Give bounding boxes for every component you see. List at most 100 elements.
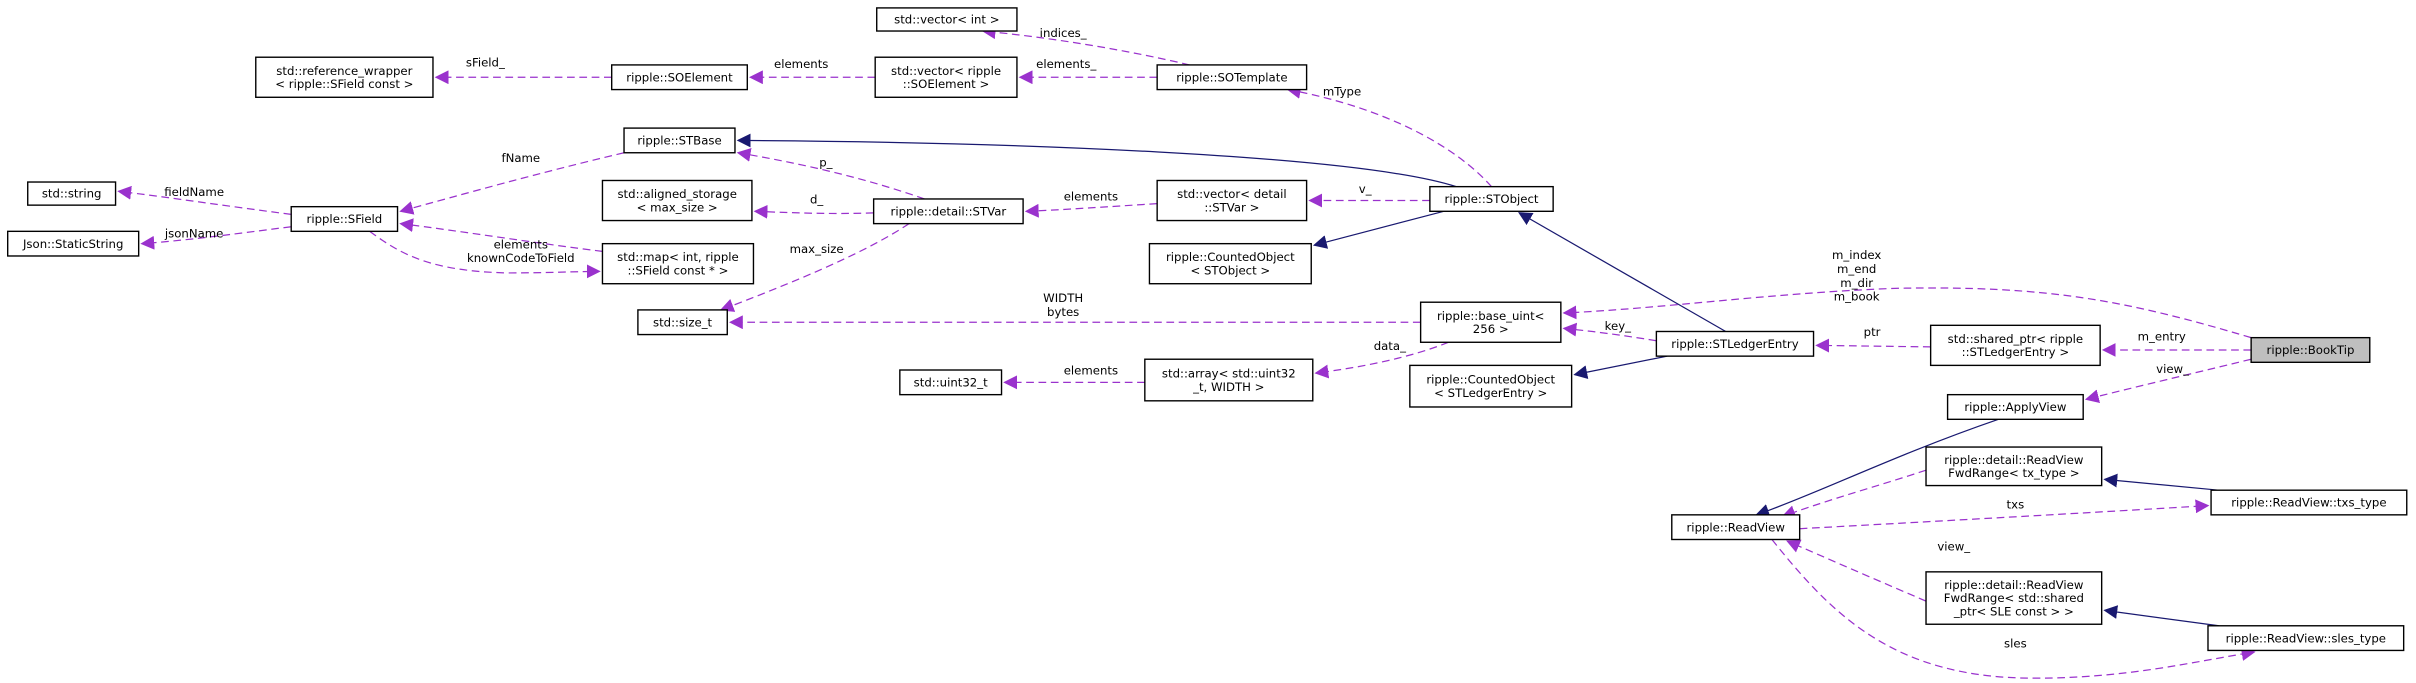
- edge-label: elements: [1064, 190, 1118, 204]
- class-name-line: ripple::ReadView::sles_type: [2226, 631, 2386, 645]
- class-name-line: ::STLedgerEntry >: [1962, 345, 2070, 359]
- class-node-vec-soelement[interactable]: std::vector< ripple::SOElement >: [874, 56, 1018, 98]
- edge-line: [399, 218, 603, 252]
- edge-label: m_index: [1832, 248, 1881, 262]
- dependency-edge-booktip-to-shared-ptr: m_entry: [2101, 330, 2252, 357]
- class-box: [1655, 330, 1815, 357]
- class-box: [623, 127, 736, 154]
- class-box: [1946, 393, 2084, 421]
- class-box: [1419, 301, 1562, 343]
- class-node-uint32[interactable]: std::uint32_t: [899, 369, 1003, 396]
- class-node-stbase[interactable]: ripple::STBase: [623, 127, 736, 154]
- class-node-txs-type[interactable]: ripple::ReadView::txs_type: [2210, 489, 2408, 516]
- class-node-stvar[interactable]: ripple::detail::STVar: [872, 198, 1024, 225]
- class-name-line: ripple::base_uint<: [1437, 309, 1544, 323]
- class-node-size-t[interactable]: std::size_t: [637, 309, 728, 336]
- edge-label: mType: [1323, 85, 1361, 99]
- inheritance-edge-applyview-to-readview: [1755, 418, 1999, 518]
- class-node-counted-stobject[interactable]: ripple::CountedObject< STObject >: [1148, 242, 1312, 285]
- class-box: [7, 230, 140, 257]
- class-box: [290, 205, 399, 233]
- dependency-edge-fwdrange-sle-to-readview: view_: [1786, 539, 1970, 602]
- class-name-line: std::shared_ptr< ripple: [1948, 332, 2083, 346]
- edge-label: indices_: [1040, 26, 1087, 40]
- edge-label: view_: [2156, 362, 2189, 376]
- class-node-vec-int[interactable]: std::vector< int >: [876, 7, 1018, 32]
- inheritance-edge-stledgerentry-to-counted-stle: [1573, 355, 1668, 379]
- edge-line: [1781, 469, 1927, 519]
- edge-label: data_: [1374, 339, 1406, 353]
- edge-line: [1518, 212, 1727, 333]
- edge-line: [1786, 539, 1927, 602]
- class-node-json-static[interactable]: Json::StaticString: [7, 230, 140, 257]
- class-name-line: ripple::ReadView::txs_type: [2231, 496, 2386, 510]
- class-name-line: ripple::CountedObject: [1166, 250, 1295, 264]
- class-name-line: std::string: [42, 187, 102, 201]
- class-name-line: ripple::SField: [307, 212, 383, 226]
- class-box: [27, 181, 117, 206]
- dependency-edge-sfield-to-json-static: jsonName: [140, 226, 292, 250]
- class-node-sles-type[interactable]: ripple::ReadView::sles_type: [2207, 625, 2405, 652]
- edge-line: [1024, 202, 1158, 218]
- class-name-line: ripple::STObject: [1445, 192, 1539, 206]
- class-node-std-array[interactable]: std::array< std::uint32_t, WIDTH >: [1144, 358, 1314, 402]
- class-box: [1144, 358, 1314, 402]
- class-node-vec-stvar[interactable]: std::vector< detail::STVar >: [1156, 179, 1308, 222]
- edge-line: [2103, 473, 2219, 491]
- dependency-edge-stvar-to-size-t: max_size: [719, 223, 910, 312]
- edge-label: m_dir: [1840, 276, 1873, 290]
- class-box: [1148, 242, 1312, 285]
- class-box: [2210, 489, 2408, 516]
- class-name-line: ripple::BookTip: [2267, 343, 2355, 357]
- class-name-line: std::reference_wrapper: [276, 64, 412, 78]
- dependency-edge-stledgerentry-to-base-uint: key_: [1562, 319, 1657, 342]
- class-name-line: std::uint32_t: [914, 375, 988, 389]
- class-box: [1409, 364, 1573, 408]
- class-node-counted-stle[interactable]: ripple::CountedObject< STLedgerEntry >: [1409, 364, 1573, 408]
- dependency-edge-sfield-to-std-string: fieldName: [117, 185, 292, 215]
- dependency-edge-vec-stvar-to-stvar: elements: [1024, 190, 1158, 218]
- class-node-shared-ptr[interactable]: std::shared_ptr< ripple::STLedgerEntry >: [1929, 324, 2101, 367]
- edge-label: elements: [494, 237, 548, 251]
- class-node-applyview[interactable]: ripple::ApplyView: [1946, 393, 2084, 421]
- class-node-booktip[interactable]: ripple::BookTip: [2250, 336, 2371, 363]
- inheritance-edge-stledgerentry-to-stobject: [1518, 212, 1727, 333]
- class-node-std-map[interactable]: std::map< int, ripple::SField const * >: [601, 242, 755, 285]
- edge-line: [2084, 358, 2252, 403]
- class-node-stledgerentry[interactable]: ripple::STLedgerEntry: [1655, 330, 1815, 357]
- dependency-edge-stvar-to-aligned-storage: d_: [753, 193, 874, 219]
- edge-label: d_: [810, 193, 823, 207]
- class-node-aligned-storage[interactable]: std::aligned_storage< max_size >: [601, 179, 753, 222]
- class-box: [1929, 324, 2101, 367]
- edge-label: WIDTH: [1043, 291, 1083, 305]
- class-name-line: _ptr< SLE const > >: [1953, 604, 2074, 618]
- edge-line: [399, 152, 625, 215]
- edge-label: jsonName: [164, 226, 223, 240]
- edge-label: txs: [2007, 498, 2025, 512]
- class-node-base-uint[interactable]: ripple::base_uint<256 >: [1419, 301, 1562, 343]
- class-name-line: ::STVar >: [1204, 200, 1259, 214]
- class-node-ref-wrapper[interactable]: std::reference_wrapper< ripple::SField c…: [255, 56, 434, 98]
- class-box: [601, 242, 755, 285]
- class-name-line: ripple::CountedObject: [1426, 373, 1555, 387]
- class-box: [876, 7, 1018, 32]
- dependency-edge-readview-to-txs-type: txs: [1799, 498, 2210, 530]
- edge-line: [1755, 418, 1999, 518]
- edge-line: [1562, 287, 2252, 339]
- class-node-sfield[interactable]: ripple::SField: [290, 205, 399, 233]
- class-name-line: std::array< std::uint32: [1162, 367, 1296, 381]
- class-node-stobject[interactable]: ripple::STObject: [1429, 185, 1554, 212]
- class-node-soelement[interactable]: ripple::SOElement: [611, 64, 748, 91]
- class-node-readview[interactable]: ripple::ReadView: [1671, 514, 1801, 541]
- class-box: [1156, 64, 1308, 91]
- class-node-sotemplate[interactable]: ripple::SOTemplate: [1156, 64, 1308, 91]
- class-box: [255, 56, 434, 98]
- class-box: [1925, 571, 2103, 625]
- dependency-edge-vec-soelement-to-soelement: elements: [748, 57, 876, 85]
- edge-line: [753, 204, 874, 219]
- inheritance-edge-sles-type-to-fwdrange-sle: [2103, 605, 2219, 627]
- class-node-std-string[interactable]: std::string: [27, 181, 117, 206]
